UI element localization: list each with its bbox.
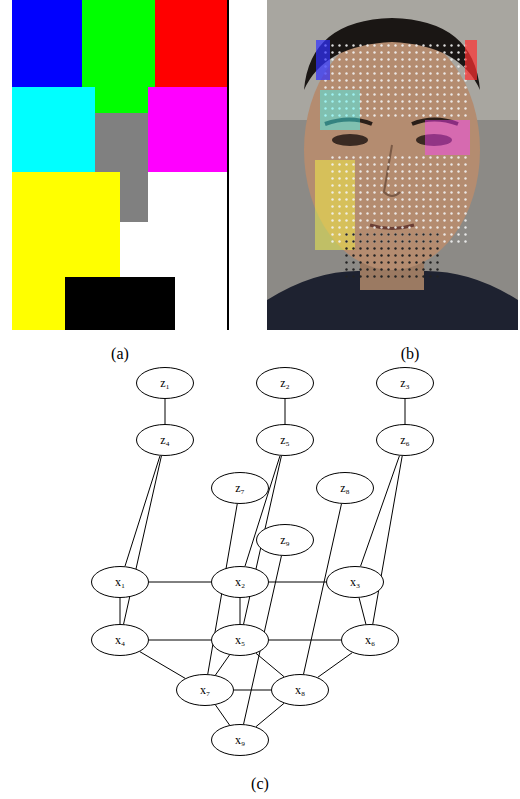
graph-edge <box>215 705 229 725</box>
node-label: z₅ <box>256 433 314 448</box>
graph-edge <box>256 653 284 676</box>
variable-node: x₂ <box>211 566 269 598</box>
node-label: x₁ <box>91 575 149 590</box>
variable-node: z₉ <box>256 524 314 556</box>
variable-node: z₇ <box>211 472 269 504</box>
variable-node: x₁ <box>91 566 149 598</box>
graph-edge <box>165 399 166 424</box>
variable-node: x₇ <box>176 674 234 706</box>
graph-edge <box>269 640 341 641</box>
graph-edge <box>124 456 162 624</box>
variable-node: x₈ <box>271 674 329 706</box>
node-label: z₈ <box>316 481 374 496</box>
graph-edge <box>149 640 211 641</box>
node-label: z₃ <box>376 376 434 391</box>
region-map <box>12 0 228 330</box>
graph-edge <box>359 598 366 624</box>
graph-edge <box>318 653 353 678</box>
node-label: z₄ <box>136 433 194 448</box>
variable-node: z₈ <box>316 472 374 504</box>
node-label: x₂ <box>211 575 269 590</box>
face-photo <box>267 0 518 330</box>
variable-node: x₉ <box>211 724 269 756</box>
node-label: z₂ <box>256 376 314 391</box>
graph-edge <box>149 582 211 583</box>
graph-edge <box>234 690 271 691</box>
variable-node: x₃ <box>326 566 384 598</box>
node-label: z₉ <box>256 533 314 548</box>
graph-edge <box>285 399 286 424</box>
graph-edge <box>215 655 229 675</box>
graph-edge <box>120 598 121 624</box>
variable-node: z₂ <box>256 367 314 399</box>
node-label: z₇ <box>211 481 269 496</box>
variable-node: z₆ <box>376 424 434 456</box>
variable-node: x₄ <box>91 624 149 656</box>
graph-edge <box>405 399 406 424</box>
node-label: z₆ <box>376 433 434 448</box>
variable-node: z₅ <box>256 424 314 456</box>
node-label: z₁ <box>136 376 194 391</box>
node-label: x₅ <box>211 633 269 648</box>
panel-label: (c) <box>251 775 269 793</box>
panel-label: (b) <box>401 345 420 363</box>
node-label: x₉ <box>211 733 269 748</box>
graph-edge <box>269 582 326 583</box>
node-label: x₇ <box>176 683 234 698</box>
panel-label: (a) <box>111 345 129 363</box>
variable-node: x₅ <box>211 624 269 656</box>
variable-node: z₁ <box>136 367 194 399</box>
node-label: x₄ <box>91 633 149 648</box>
node-label: x₃ <box>326 575 384 590</box>
graph-edge <box>361 456 400 567</box>
variable-node: z₃ <box>376 367 434 399</box>
variable-node: z₄ <box>136 424 194 456</box>
graph-edge <box>256 703 284 726</box>
graph-edge <box>373 456 402 624</box>
graph-edge <box>240 598 241 624</box>
node-label: x₈ <box>271 683 329 698</box>
graph-edge <box>125 456 160 566</box>
node-label: x₆ <box>341 633 399 648</box>
variable-node: x₆ <box>341 624 399 656</box>
graph-edge <box>140 652 185 679</box>
